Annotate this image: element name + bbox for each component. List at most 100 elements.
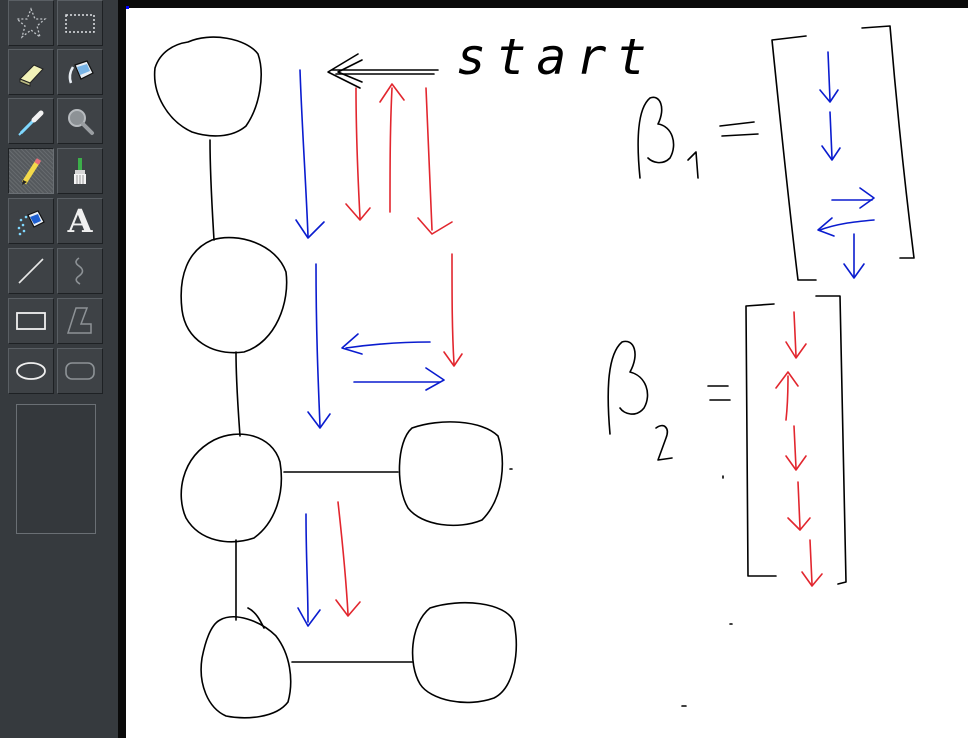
beta-1-arrow-down-1 xyxy=(827,51,831,101)
tree-edge-2-3 xyxy=(235,351,241,437)
beta-1-subscript xyxy=(687,151,699,179)
polygon-tool[interactable] xyxy=(57,298,103,344)
beta-1-right-bracket xyxy=(861,25,915,259)
blue-arrow-down-2 xyxy=(315,263,321,427)
tree-node-6 xyxy=(411,602,517,704)
blue-traversal-arrows xyxy=(295,69,445,627)
dashed-rectangle-icon xyxy=(63,6,97,40)
beta-2-arrow-down-3-head xyxy=(787,517,811,531)
text-icon: A xyxy=(67,202,93,240)
curve-icon xyxy=(63,254,97,288)
beta-1-arrow-down-2 xyxy=(829,111,833,159)
beta-2-subscript xyxy=(655,424,673,461)
blue-arrow-down-3 xyxy=(305,513,309,623)
blue-arrow-down-1-head xyxy=(295,219,325,239)
rectangle-select-tool[interactable] xyxy=(57,0,103,46)
rounded-rectangle-icon xyxy=(63,354,97,388)
beta-2-left-bracket xyxy=(745,303,777,577)
blue-arrow-right-head xyxy=(425,367,445,391)
red-arrow-down-4-head xyxy=(335,599,361,617)
eraser-icon xyxy=(14,55,48,89)
airbrush-icon xyxy=(14,204,48,238)
canvas-top-border xyxy=(126,0,968,9)
tree-node-3 xyxy=(180,433,283,543)
rectangle-tool[interactable] xyxy=(8,298,54,344)
beta-1-arrow-left-head xyxy=(817,217,835,237)
beta-2-equals xyxy=(707,385,731,401)
beta-1-expression xyxy=(637,25,915,281)
start-label: start xyxy=(456,28,657,86)
tree-node-5 xyxy=(200,616,292,719)
magnifier-icon xyxy=(63,104,97,138)
toolbox: A xyxy=(0,0,118,738)
fill-tool[interactable] xyxy=(57,49,103,95)
red-arrow-up xyxy=(389,87,393,213)
tree-edge-1-2 xyxy=(209,139,215,241)
drawing-canvas[interactable]: start xyxy=(126,8,968,738)
tree-node-5-mark xyxy=(247,607,265,629)
beta-2-arrow-down-3 xyxy=(797,481,801,529)
brush-icon xyxy=(63,154,97,188)
beta-2-arrow-down-2 xyxy=(793,425,797,469)
curve-tool[interactable] xyxy=(57,248,103,294)
beta-1-arrow-down-1-head xyxy=(819,89,839,103)
ellipse-icon xyxy=(14,354,48,388)
tree-node-1 xyxy=(153,36,262,137)
star-select-icon xyxy=(14,6,48,40)
blue-arrow-left xyxy=(345,341,431,349)
blue-arrow-left-head xyxy=(341,333,363,355)
beta-2-symbol xyxy=(607,340,649,435)
beta-2-arrow-up xyxy=(785,375,789,421)
pencil-icon xyxy=(14,154,48,188)
red-arrow-up-head xyxy=(379,83,405,103)
line-icon xyxy=(14,254,48,288)
beta-1-arrow-left xyxy=(819,219,875,231)
beta-1-equals xyxy=(719,121,759,137)
toolbox-border xyxy=(118,0,126,738)
beta-2-arrow-down-2-head xyxy=(785,455,807,471)
free-select-tool[interactable] xyxy=(8,0,54,46)
beta-2-arrow-down-4 xyxy=(809,539,813,585)
polygon-icon xyxy=(63,304,97,338)
text-tool[interactable]: A xyxy=(57,198,103,244)
blue-arrow-down-2-head xyxy=(307,411,331,429)
eyedropper-icon xyxy=(14,104,48,138)
airbrush-tool[interactable] xyxy=(8,198,54,244)
color-picker-tool[interactable] xyxy=(8,98,54,144)
eraser-tool[interactable] xyxy=(8,49,54,95)
magnifier-tool[interactable] xyxy=(57,98,103,144)
tool-options-box[interactable] xyxy=(16,404,96,534)
line-tool[interactable] xyxy=(8,248,54,294)
beta-1-left-bracket xyxy=(771,35,817,281)
rounded-rectangle-tool[interactable] xyxy=(57,348,103,394)
blue-arrow-down-3-head xyxy=(297,607,321,627)
beta-2-arrow-up-head xyxy=(775,371,799,389)
stray-marks xyxy=(681,623,733,707)
red-arrow-down-3 xyxy=(451,253,455,365)
rectangle-icon xyxy=(14,304,48,338)
beta-1-arrow-down-2-head xyxy=(821,145,841,161)
beta-2-right-bracket xyxy=(815,295,847,585)
blue-arrow-down-1 xyxy=(299,69,309,237)
beta-1-arrow-right-head xyxy=(859,187,875,209)
pencil-tool[interactable] xyxy=(8,148,54,194)
brush-tool[interactable] xyxy=(57,148,103,194)
beta-1-symbol xyxy=(637,96,675,179)
red-traversal-arrows xyxy=(335,83,463,617)
start-arrow-head xyxy=(327,53,361,89)
red-arrow-down-2 xyxy=(425,87,433,231)
tree-node-2 xyxy=(180,236,288,354)
beta-2-arrow-down-1 xyxy=(793,311,797,357)
tree-graph xyxy=(153,36,517,719)
canvas-resize-handle[interactable] xyxy=(126,6,129,9)
start-arrow-shaft xyxy=(331,69,439,75)
start-pointer: start xyxy=(327,28,657,89)
red-arrow-down-4 xyxy=(337,501,349,615)
red-arrow-down-1-head xyxy=(345,203,371,221)
ellipse-tool[interactable] xyxy=(8,348,54,394)
beta-1-arrow-down-3-head xyxy=(843,263,865,279)
start-arrow-head-inner xyxy=(337,59,363,83)
red-arrow-down-2-head xyxy=(417,217,453,235)
tree-node-4 xyxy=(398,421,504,527)
beta-2-arrow-down-4-head xyxy=(801,571,823,587)
